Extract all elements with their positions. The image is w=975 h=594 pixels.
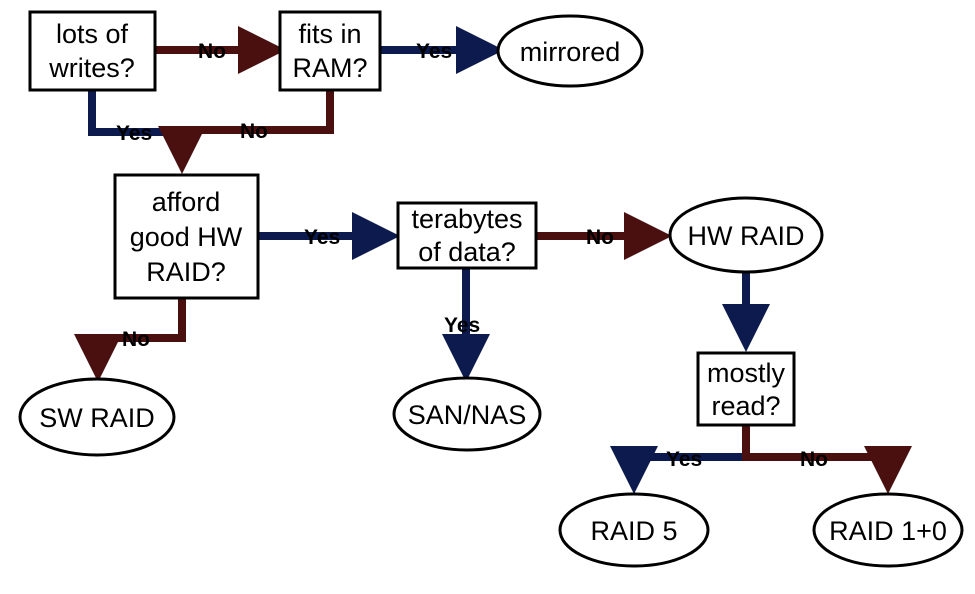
- label-tb-yes: Yes: [444, 314, 480, 337]
- node-mostly-read: mostly read?: [696, 351, 796, 427]
- node-san-nas: SAN/NAS: [392, 376, 542, 452]
- node-afford-line2: good HW: [130, 222, 243, 252]
- node-fits-in-ram-line1: fits in: [298, 19, 361, 49]
- node-afford-line3: RAID?: [146, 257, 226, 287]
- node-lots-of-writes-line1: lots of: [56, 19, 129, 49]
- node-terabytes-of-data: terabytes of data?: [396, 201, 538, 270]
- label-writes-yes: Yes: [116, 122, 152, 145]
- label-afford-yes: Yes: [304, 226, 340, 249]
- label-tb-no: No: [586, 226, 614, 249]
- node-sw-raid: SW RAID: [18, 377, 176, 457]
- node-raid-5-label: RAID 5: [590, 516, 677, 546]
- label-writes-no: No: [198, 40, 226, 63]
- node-fits-in-ram: fits in RAM?: [278, 10, 382, 92]
- node-hw-raid: HW RAID: [668, 196, 824, 274]
- label-ram-no: No: [240, 120, 268, 143]
- node-mostly-read-line1: mostly: [707, 358, 786, 388]
- label-read-yes: Yes: [666, 448, 702, 471]
- node-raid-1-0: RAID 1+0: [812, 492, 964, 568]
- label-read-no: No: [800, 448, 828, 471]
- node-fits-in-ram-line2: RAM?: [292, 53, 367, 83]
- label-ram-yes: Yes: [416, 40, 452, 63]
- node-lots-of-writes: lots of writes?: [28, 10, 157, 92]
- node-terabytes-line2: of data?: [418, 237, 516, 267]
- edge-read-no: [742, 425, 912, 494]
- node-afford-line1: afford: [152, 187, 221, 217]
- node-raid-5: RAID 5: [558, 492, 710, 568]
- node-afford-hw-raid: afford good HW RAID?: [113, 173, 260, 300]
- node-san-nas-label: SAN/NAS: [408, 400, 527, 430]
- node-mostly-read-line2: read?: [711, 391, 780, 421]
- node-mirrored: mirrored: [496, 14, 644, 88]
- node-hw-raid-label: HW RAID: [688, 221, 805, 251]
- edge-afford-no: [74, 298, 186, 382]
- node-lots-of-writes-line2: writes?: [48, 53, 135, 83]
- node-raid-1-0-label: RAID 1+0: [829, 516, 947, 546]
- node-sw-raid-label: SW RAID: [39, 403, 155, 433]
- node-terabytes-line1: terabytes: [411, 204, 522, 234]
- edge-writes-yes: [88, 90, 182, 136]
- label-afford-no: No: [122, 328, 150, 351]
- edge-ram-no: [158, 90, 334, 174]
- node-mirrored-label: mirrored: [520, 37, 621, 67]
